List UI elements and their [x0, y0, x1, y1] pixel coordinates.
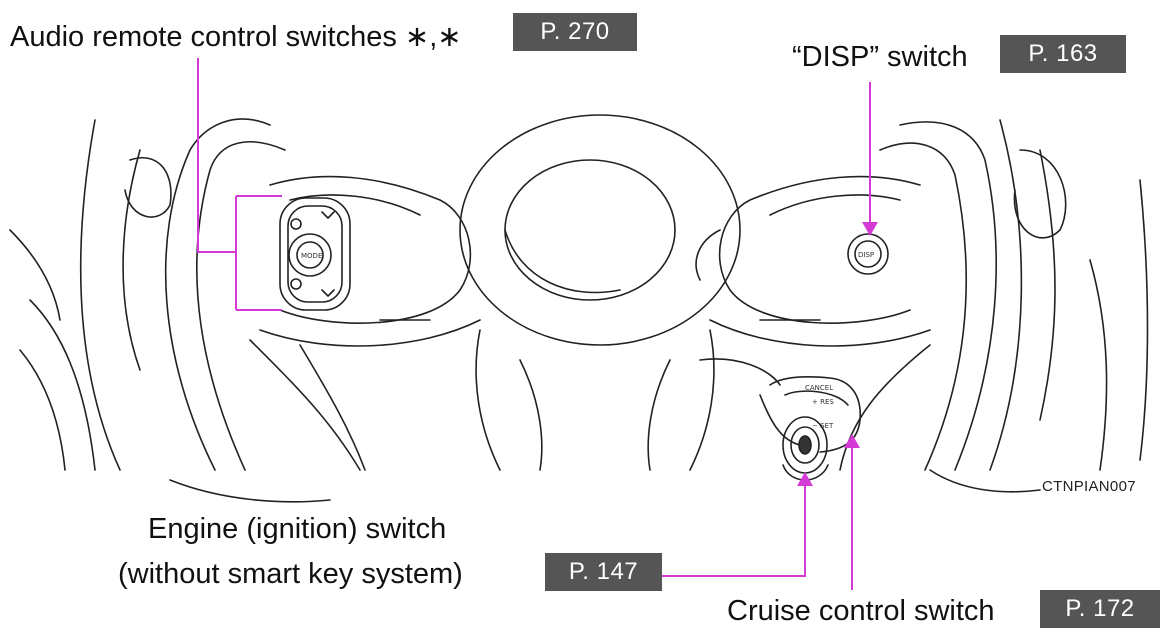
res-label: + RES [812, 398, 834, 406]
engine-callout-line1: Engine (ignition) switch [148, 513, 447, 545]
disp-callout-label: “DISP” switch [792, 41, 968, 73]
engine-callout-line2: (without smart key system) [118, 558, 463, 590]
engine-page-ref[interactable]: P. 147 [545, 553, 662, 591]
mode-switch-label: MODE [301, 252, 322, 260]
cruise-callout-label: Cruise control switch [727, 595, 995, 627]
cruise-page-ref[interactable]: P. 172 [1040, 590, 1160, 628]
audio-page-ref[interactable]: P. 270 [513, 13, 637, 51]
audio-leader-line [197, 58, 236, 253]
disp-switch-label: DISP [858, 251, 874, 259]
audio-callout-label: Audio remote control switches ∗,∗ [10, 21, 462, 53]
disp-page-ref[interactable]: P. 163 [1000, 35, 1126, 73]
set-label: − SET [812, 422, 834, 430]
figure-code: CTNPIAN007 [1042, 478, 1136, 495]
cancel-label: CANCEL [805, 384, 833, 392]
engine-leader-line [660, 478, 806, 577]
